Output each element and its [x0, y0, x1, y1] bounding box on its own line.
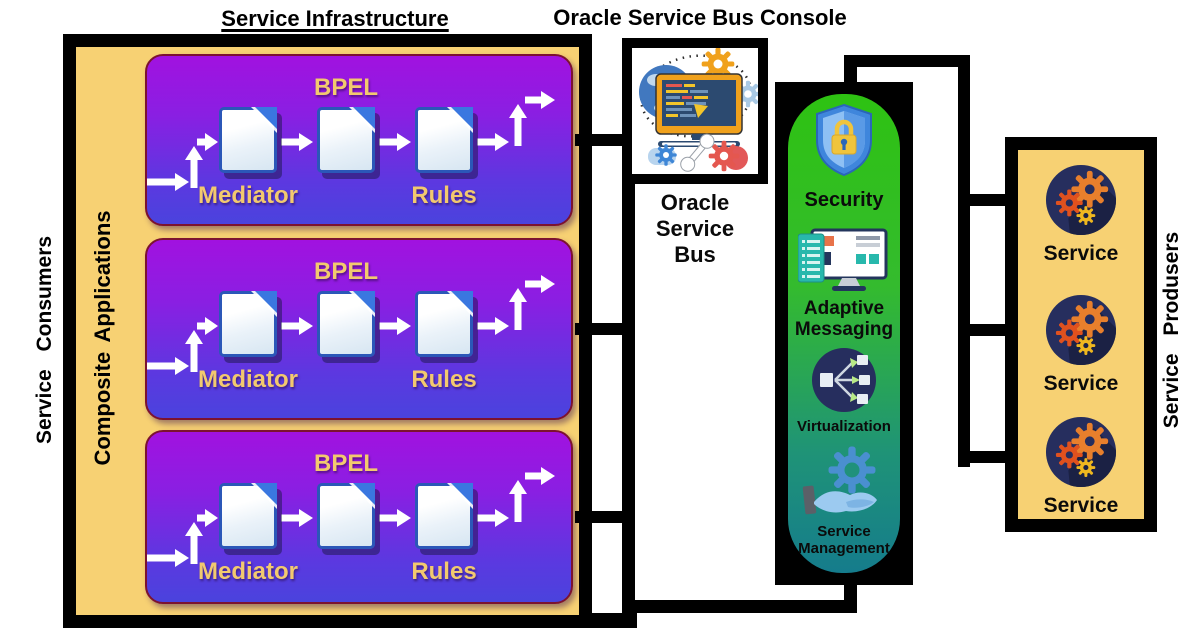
adaptive-messaging-label: Adaptive Messaging	[794, 298, 894, 341]
bpel-label: BPEL	[313, 258, 378, 285]
infrastructure-panel-gradient: Security Adaptive Messa	[788, 94, 900, 573]
infrastructure-panel: Security Adaptive Messa	[775, 82, 913, 585]
bpel-box: BPEL Mediator Rules	[145, 54, 573, 226]
connector-bottom	[622, 600, 857, 613]
producers-panel: Service Service Service	[1005, 137, 1157, 532]
service-produsers-label: Service Produsers	[1160, 231, 1183, 429]
service-label: Service	[1043, 494, 1119, 517]
shield-lock-icon	[816, 103, 872, 177]
osb-caption: Oracle Service Bus	[612, 190, 778, 268]
connector-stub-2	[575, 323, 635, 335]
gears-circle-icon	[1045, 164, 1117, 236]
flow-arrows	[147, 91, 555, 191]
rules-label: Rules	[411, 558, 477, 585]
rules-document-icon	[415, 107, 473, 173]
bpel-document-icon	[317, 107, 375, 173]
service-management-label: Service Management	[798, 523, 890, 557]
osb-console-title: Oracle Service Bus Console	[553, 5, 847, 30]
rules-label: Rules	[411, 366, 477, 393]
mediator-document-icon	[219, 291, 277, 357]
composite-applications-label: Composite Applications	[90, 210, 115, 466]
connector-panel-bottom	[844, 583, 857, 613]
connector-top	[844, 55, 970, 67]
gears-circle-icon	[1045, 416, 1117, 488]
rules-document-icon	[415, 291, 473, 357]
osb-collage-icon	[639, 47, 762, 172]
osb-icon-frame	[622, 38, 768, 184]
service-label: Service	[1043, 242, 1119, 265]
service-label: Service	[1043, 372, 1119, 395]
bpel-label: BPEL	[313, 450, 378, 477]
adaptive-messaging-monitor-icon	[798, 228, 888, 291]
bpel-box: BPEL Mediator Rules	[145, 238, 573, 420]
mediator-label: Mediator	[197, 558, 298, 585]
flow-arrows	[147, 275, 555, 375]
wrench-icon	[680, 133, 715, 172]
flow-arrows	[147, 467, 555, 567]
osb-caption-line2: Service	[655, 215, 735, 241]
connector-stub-3	[575, 511, 635, 523]
rules-document-icon	[415, 483, 473, 549]
connector-bottom-corner	[592, 613, 637, 628]
virtualization-network-icon	[812, 348, 876, 412]
hand-gear-icon	[802, 446, 877, 515]
bpel-document-icon	[317, 291, 375, 357]
osb-caption-line1: Oracle	[660, 190, 730, 215]
mediator-label: Mediator	[197, 182, 298, 209]
bpel-box: BPEL Mediator Rules	[145, 430, 573, 604]
mediator-label: Mediator	[197, 366, 298, 393]
connector-stub-1	[575, 134, 635, 146]
osb-caption-line3: Bus	[674, 241, 716, 267]
security-label: Security	[804, 189, 884, 211]
virtualization-label: Virtualization	[797, 418, 891, 435]
gears-circle-icon	[1045, 294, 1117, 366]
service-infrastructure-title: Service Infrastructure	[221, 6, 449, 31]
rules-label: Rules	[411, 182, 477, 209]
mediator-document-icon	[219, 483, 277, 549]
mediator-document-icon	[219, 107, 277, 173]
connector-right-trunk	[958, 55, 970, 467]
service-consumers-label: Service Consumers	[33, 235, 56, 445]
bpel-document-icon	[317, 483, 375, 549]
bpel-label: BPEL	[313, 74, 378, 101]
